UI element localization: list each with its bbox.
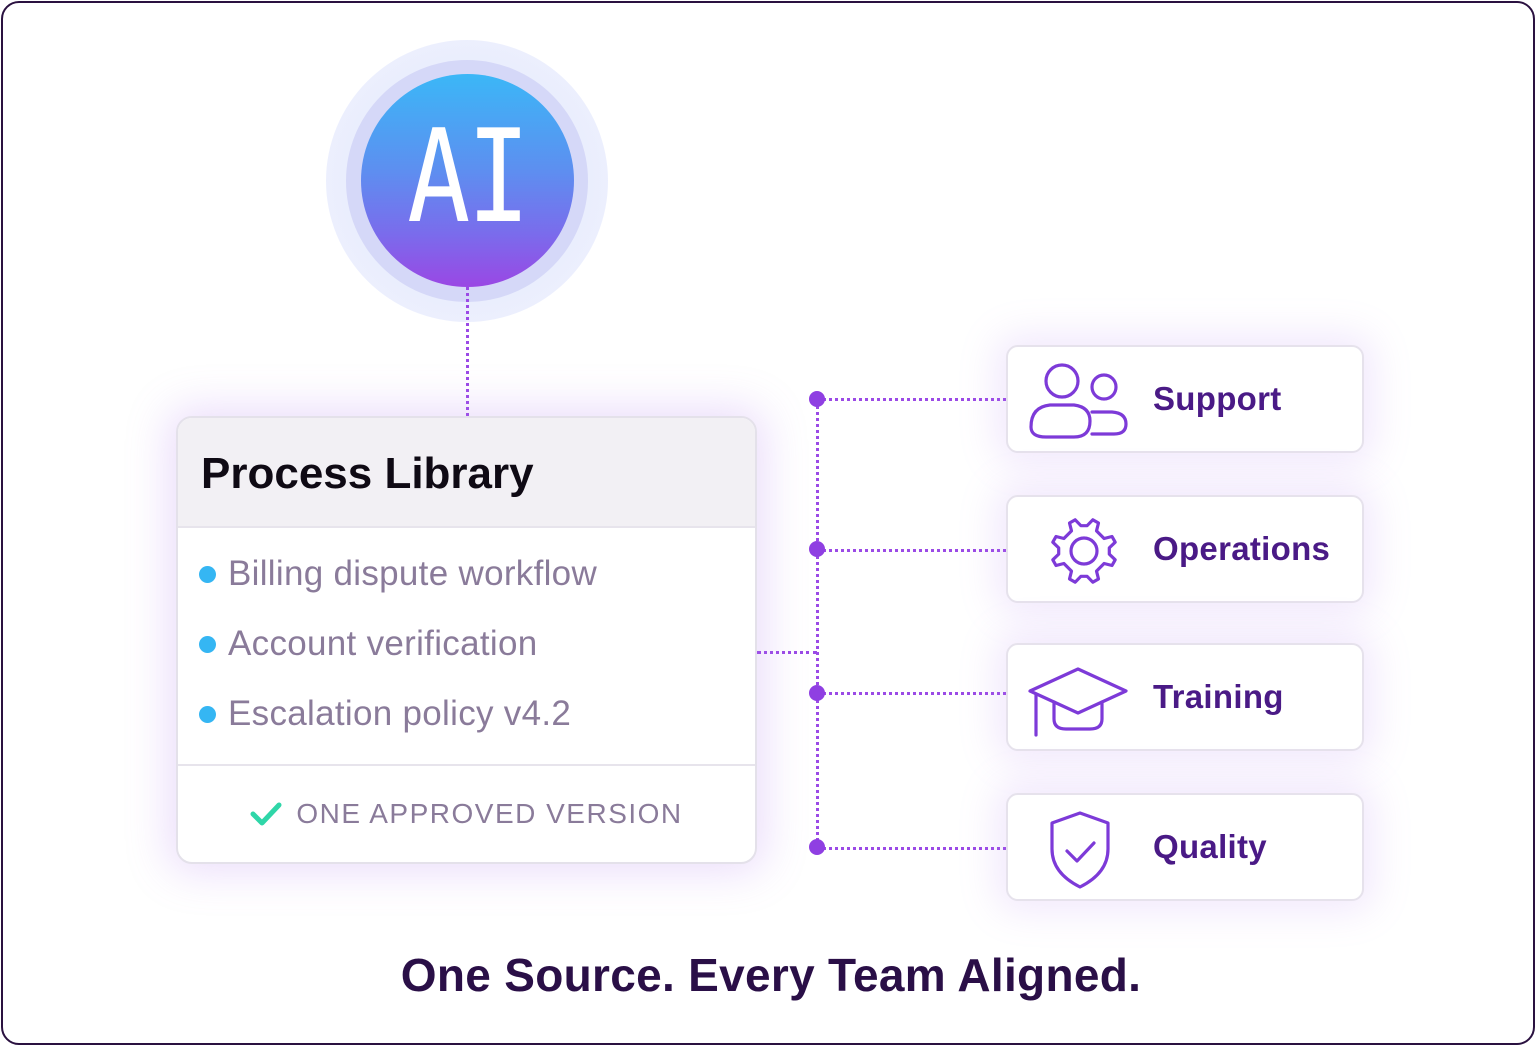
library-to-hub-connector bbox=[757, 651, 817, 654]
users-icon bbox=[1029, 363, 1128, 439]
team-label: Support bbox=[1153, 380, 1282, 417]
process-library-card: Process Library Billing dispute workflow… bbox=[176, 416, 757, 864]
process-item-label: Billing dispute workflow bbox=[228, 554, 598, 593]
process-list: Billing dispute workflow Account verific… bbox=[178, 539, 755, 749]
process-item-label: Account verification bbox=[228, 624, 538, 663]
shield-check-icon bbox=[1050, 811, 1110, 889]
gear-icon bbox=[1051, 518, 1117, 584]
team-card-training: Training bbox=[1006, 643, 1364, 751]
team-card-quality: Quality bbox=[1006, 793, 1364, 901]
process-item: Escalation policy v4.2 bbox=[199, 679, 755, 749]
process-item-label: Escalation policy v4.2 bbox=[228, 694, 572, 733]
process-item: Account verification bbox=[199, 609, 755, 679]
ai-badge: AI bbox=[361, 74, 574, 287]
ai-badge-label: AI bbox=[407, 102, 531, 252]
hub-trunk-connector bbox=[816, 399, 819, 849]
team-label: Training bbox=[1153, 678, 1284, 715]
tagline: One Source. Every Team Aligned. bbox=[400, 949, 1142, 1001]
team-label: Operations bbox=[1153, 530, 1331, 567]
approved-version-label: ONE APPROVED VERSION bbox=[296, 798, 683, 829]
team-label: Quality bbox=[1153, 828, 1267, 865]
quality-node bbox=[809, 839, 825, 855]
process-library-header: Process Library bbox=[178, 418, 755, 528]
bullet-dot bbox=[199, 635, 216, 653]
process-library-title: Process Library bbox=[201, 449, 534, 498]
bullet-dot bbox=[199, 565, 216, 583]
approved-version-footer: ONE APPROVED VERSION bbox=[178, 764, 755, 862]
training-connector bbox=[818, 692, 1006, 695]
process-item: Billing dispute workflow bbox=[199, 539, 755, 609]
operations-node bbox=[809, 541, 825, 557]
team-card-operations: Operations bbox=[1006, 495, 1364, 603]
support-node bbox=[809, 391, 825, 407]
operations-connector bbox=[818, 549, 1006, 552]
ai-to-library-connector bbox=[466, 287, 469, 416]
training-node bbox=[809, 685, 825, 701]
bullet-dot bbox=[199, 705, 216, 723]
quality-connector bbox=[818, 847, 1006, 850]
graduation-cap-icon bbox=[1028, 667, 1128, 737]
checkmark-icon bbox=[250, 802, 282, 826]
support-connector bbox=[818, 398, 1006, 401]
team-card-support: Support bbox=[1006, 345, 1364, 453]
